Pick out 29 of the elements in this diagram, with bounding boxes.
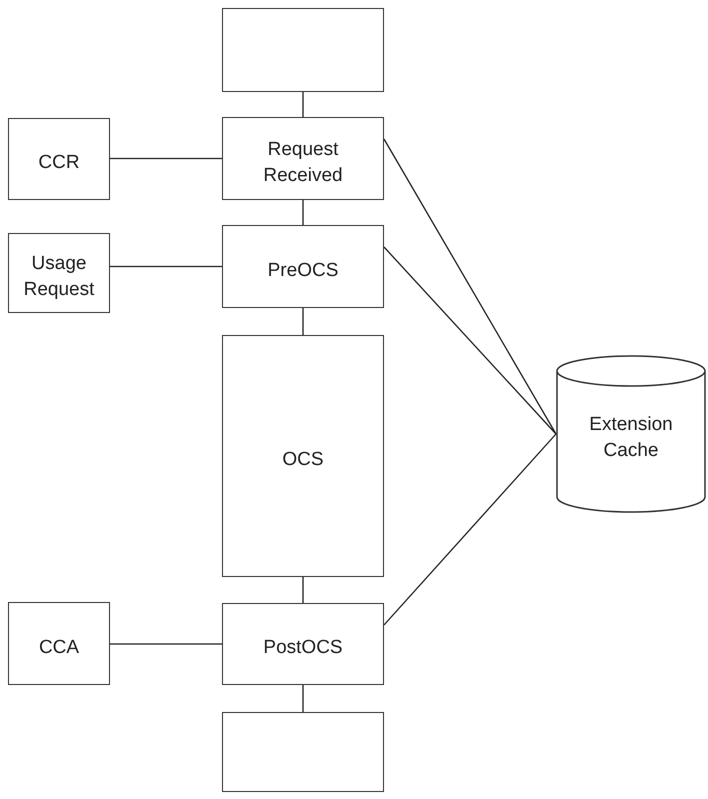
connector-line [110,266,222,268]
process-box [222,603,384,685]
process-box [222,225,384,308]
connector-line [110,158,222,160]
connector-line [384,434,556,626]
node-label: Extension Cache [588,413,674,463]
node-label: Usage Request [22,252,96,302]
process-box [8,118,110,200]
node-label: OCS [281,448,325,472]
node-label: PostOCS [262,636,344,660]
connector-line [383,138,557,434]
connector-line [302,200,304,225]
node-label: PreOCS [266,258,340,282]
process-box [222,335,384,577]
process-box [8,233,110,313]
node-label: CCR [37,151,81,175]
database-cylinder [556,355,706,513]
connector-line [302,577,304,603]
process-box [222,712,384,792]
process-box [8,602,110,685]
node-label: CCA [38,636,80,660]
connector-line [302,308,304,335]
process-box [222,8,384,92]
process-box [222,117,384,200]
connector-line [384,246,556,434]
node-label: Request Received [262,138,344,188]
connector-line [302,92,304,117]
connector-line [302,685,304,712]
connector-line [110,643,222,645]
